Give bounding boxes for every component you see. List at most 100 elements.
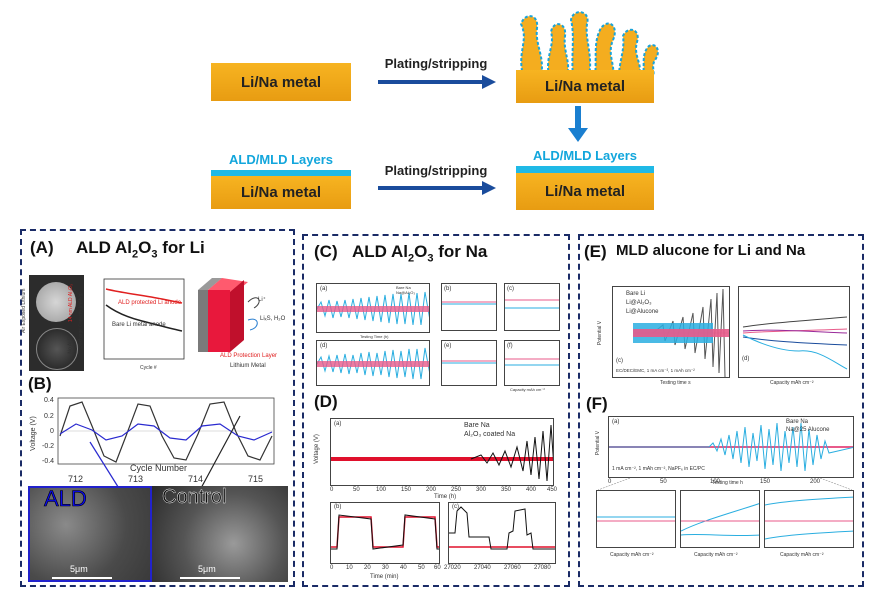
li-disc-bare: [36, 328, 78, 370]
metal-label-2: Li/Na metal: [544, 78, 626, 95]
panel-left: [20, 229, 295, 587]
D-c-xtick-1: 27040: [474, 565, 491, 571]
F-xlabel: Testing time h: [712, 480, 743, 486]
E-d-label: (d): [742, 356, 750, 362]
plot-F-inset-3: [764, 490, 854, 548]
plot-F-inset-1: [596, 490, 676, 548]
D-c-xtick-0: 27020: [444, 565, 461, 571]
F-legend-2: Na@25 Alucone: [786, 427, 830, 433]
scale-bar-left: [52, 577, 112, 579]
C-a-legend-bare: Bare Na: [396, 285, 411, 290]
D-b-xtick-4: 40: [400, 565, 407, 571]
panel-A-letter: (A): [30, 238, 54, 257]
plot-C-f: [504, 340, 560, 386]
curve-bare-label: Bare Li metal anode: [112, 322, 166, 328]
D-xtick-0: 0: [330, 487, 334, 493]
D-a-label: (a): [334, 421, 342, 427]
D-xtick-9: 450: [547, 487, 558, 493]
E-ylabel: Potential V: [597, 320, 604, 346]
metal-block-top-left: Li/Na metal: [211, 63, 351, 101]
panel-B-xtick-3: 715: [248, 474, 264, 484]
panel-D-letter: (D): [314, 392, 338, 411]
sem-control-label: Control: [162, 486, 227, 508]
panel-C-letter: (C): [314, 242, 338, 261]
control-voltage-curve: [59, 401, 273, 463]
F-xtick-1: 50: [660, 479, 667, 485]
D-b-xtick-0: 0: [330, 565, 334, 571]
plot-F-inset-2: [680, 490, 760, 548]
ald-layer-right: [516, 166, 654, 173]
D-c-label: (c): [452, 504, 459, 510]
E-note: EC/DEC/EMC, 1 mA cm⁻², 1 mAh cm⁻²: [616, 368, 695, 373]
D-xtick-4: 200: [426, 487, 437, 493]
E-xlabel-d: Capacity mAh cm⁻²: [770, 380, 814, 386]
C-b-label: (b): [444, 286, 452, 292]
F-bare-na-curve: [609, 422, 853, 472]
D-xtick-6: 300: [476, 487, 487, 493]
panel-B-xtick-0: 712: [68, 474, 84, 484]
D-xtick-8: 400: [526, 487, 537, 493]
D-b-xtick-1: 10: [346, 565, 353, 571]
D-c-xtick-3: 27080: [534, 565, 551, 571]
arrow-right-top-icon: [378, 75, 496, 89]
plot-D-a: [330, 418, 554, 486]
plot-F-a: [608, 416, 854, 478]
D-xtick-3: 150: [401, 487, 412, 493]
D-legend-bare: Bare Na: [464, 422, 490, 429]
panel-F-letter: (F): [586, 394, 608, 413]
panel-right: [578, 234, 864, 587]
C-c-label: (c): [507, 286, 514, 292]
F-inset-xlabel-3: Capacity mAh cm⁻²: [780, 552, 824, 558]
C-small-xlabel: Capacity mAh cm⁻²: [510, 387, 545, 392]
D-xtick-7: 350: [501, 487, 512, 493]
plot-C-c: [504, 283, 560, 331]
F-inset-xlabel-1: Capacity mAh cm⁻²: [610, 552, 654, 558]
capacity-xlabel: Cycle #: [140, 365, 157, 371]
D-b-xtick-5: 50: [418, 565, 425, 571]
E-c-label: (c): [616, 358, 623, 364]
dendrite-growth: [519, 11, 659, 77]
D-b-xtick-6: 60: [434, 565, 441, 571]
capacity-ylabel: Discharge Capacity (mAh/g): [77, 292, 83, 349]
C-d-label: (d): [320, 343, 328, 349]
D-xtick-2: 100: [376, 487, 387, 493]
E-xlabel-c: Testing time s: [660, 380, 691, 386]
plot-E-c: [612, 286, 730, 378]
D-xlabel-b: Time (min): [370, 574, 399, 580]
li-disc-ald: [36, 282, 76, 322]
panel-A-title: ALD Al2O3 for Li: [76, 238, 205, 261]
photo-label-bottom: No ALD: [67, 336, 74, 354]
metal-label: Li/Na metal: [240, 73, 322, 91]
scale-bar-right: [180, 577, 240, 579]
D-xtick-5: 250: [451, 487, 462, 493]
plot-E-d: [738, 286, 850, 378]
schematic-gas-label: LiₓS, H₂O: [260, 316, 286, 322]
sem-control-image: [152, 486, 288, 582]
bare-curve: [105, 304, 183, 332]
photo-label-top: Air Exposed Lithium: [21, 288, 27, 333]
panel-B-xlabel: Cycle Number: [130, 463, 188, 473]
F-note: 1 mA cm⁻², 1 mAh cm⁻², NaPF₆ in EC/PC: [612, 466, 705, 472]
plot-C-a: [316, 283, 430, 333]
panel-B-ytick-1: 0.2: [44, 413, 54, 420]
ald-voltage-curve: [59, 423, 273, 441]
panel-B-xtick-1: 713: [128, 474, 144, 484]
F-legend-1: Bare Na: [786, 419, 809, 425]
D-b-label: (b): [334, 504, 342, 510]
scale-label-left: 5μm: [70, 564, 88, 574]
capacity-chart: [103, 278, 185, 360]
layer-label-right: ALD/MLD Layers: [532, 148, 638, 163]
D-legend-coated: Al₂O₃ coated Na: [464, 431, 516, 438]
C-f-label: (f): [507, 343, 513, 349]
F-xtick-0: 0: [608, 479, 612, 485]
plot-D-c: [448, 502, 556, 564]
F-xtick-4: 200: [810, 479, 821, 485]
layer-label-left: ALD/MLD Layers: [228, 152, 334, 167]
process-label-bottom: Plating/stripping: [384, 163, 488, 178]
arrow-down-icon: [568, 106, 588, 142]
panel-middle: [302, 234, 570, 587]
curve-protected-label: ALD protected Li anode: [118, 300, 182, 306]
arrow-right-bottom-icon: [378, 181, 496, 195]
metal-label-4: Li/Na metal: [544, 183, 626, 200]
D-xlabel-top: Time (h): [434, 494, 457, 500]
